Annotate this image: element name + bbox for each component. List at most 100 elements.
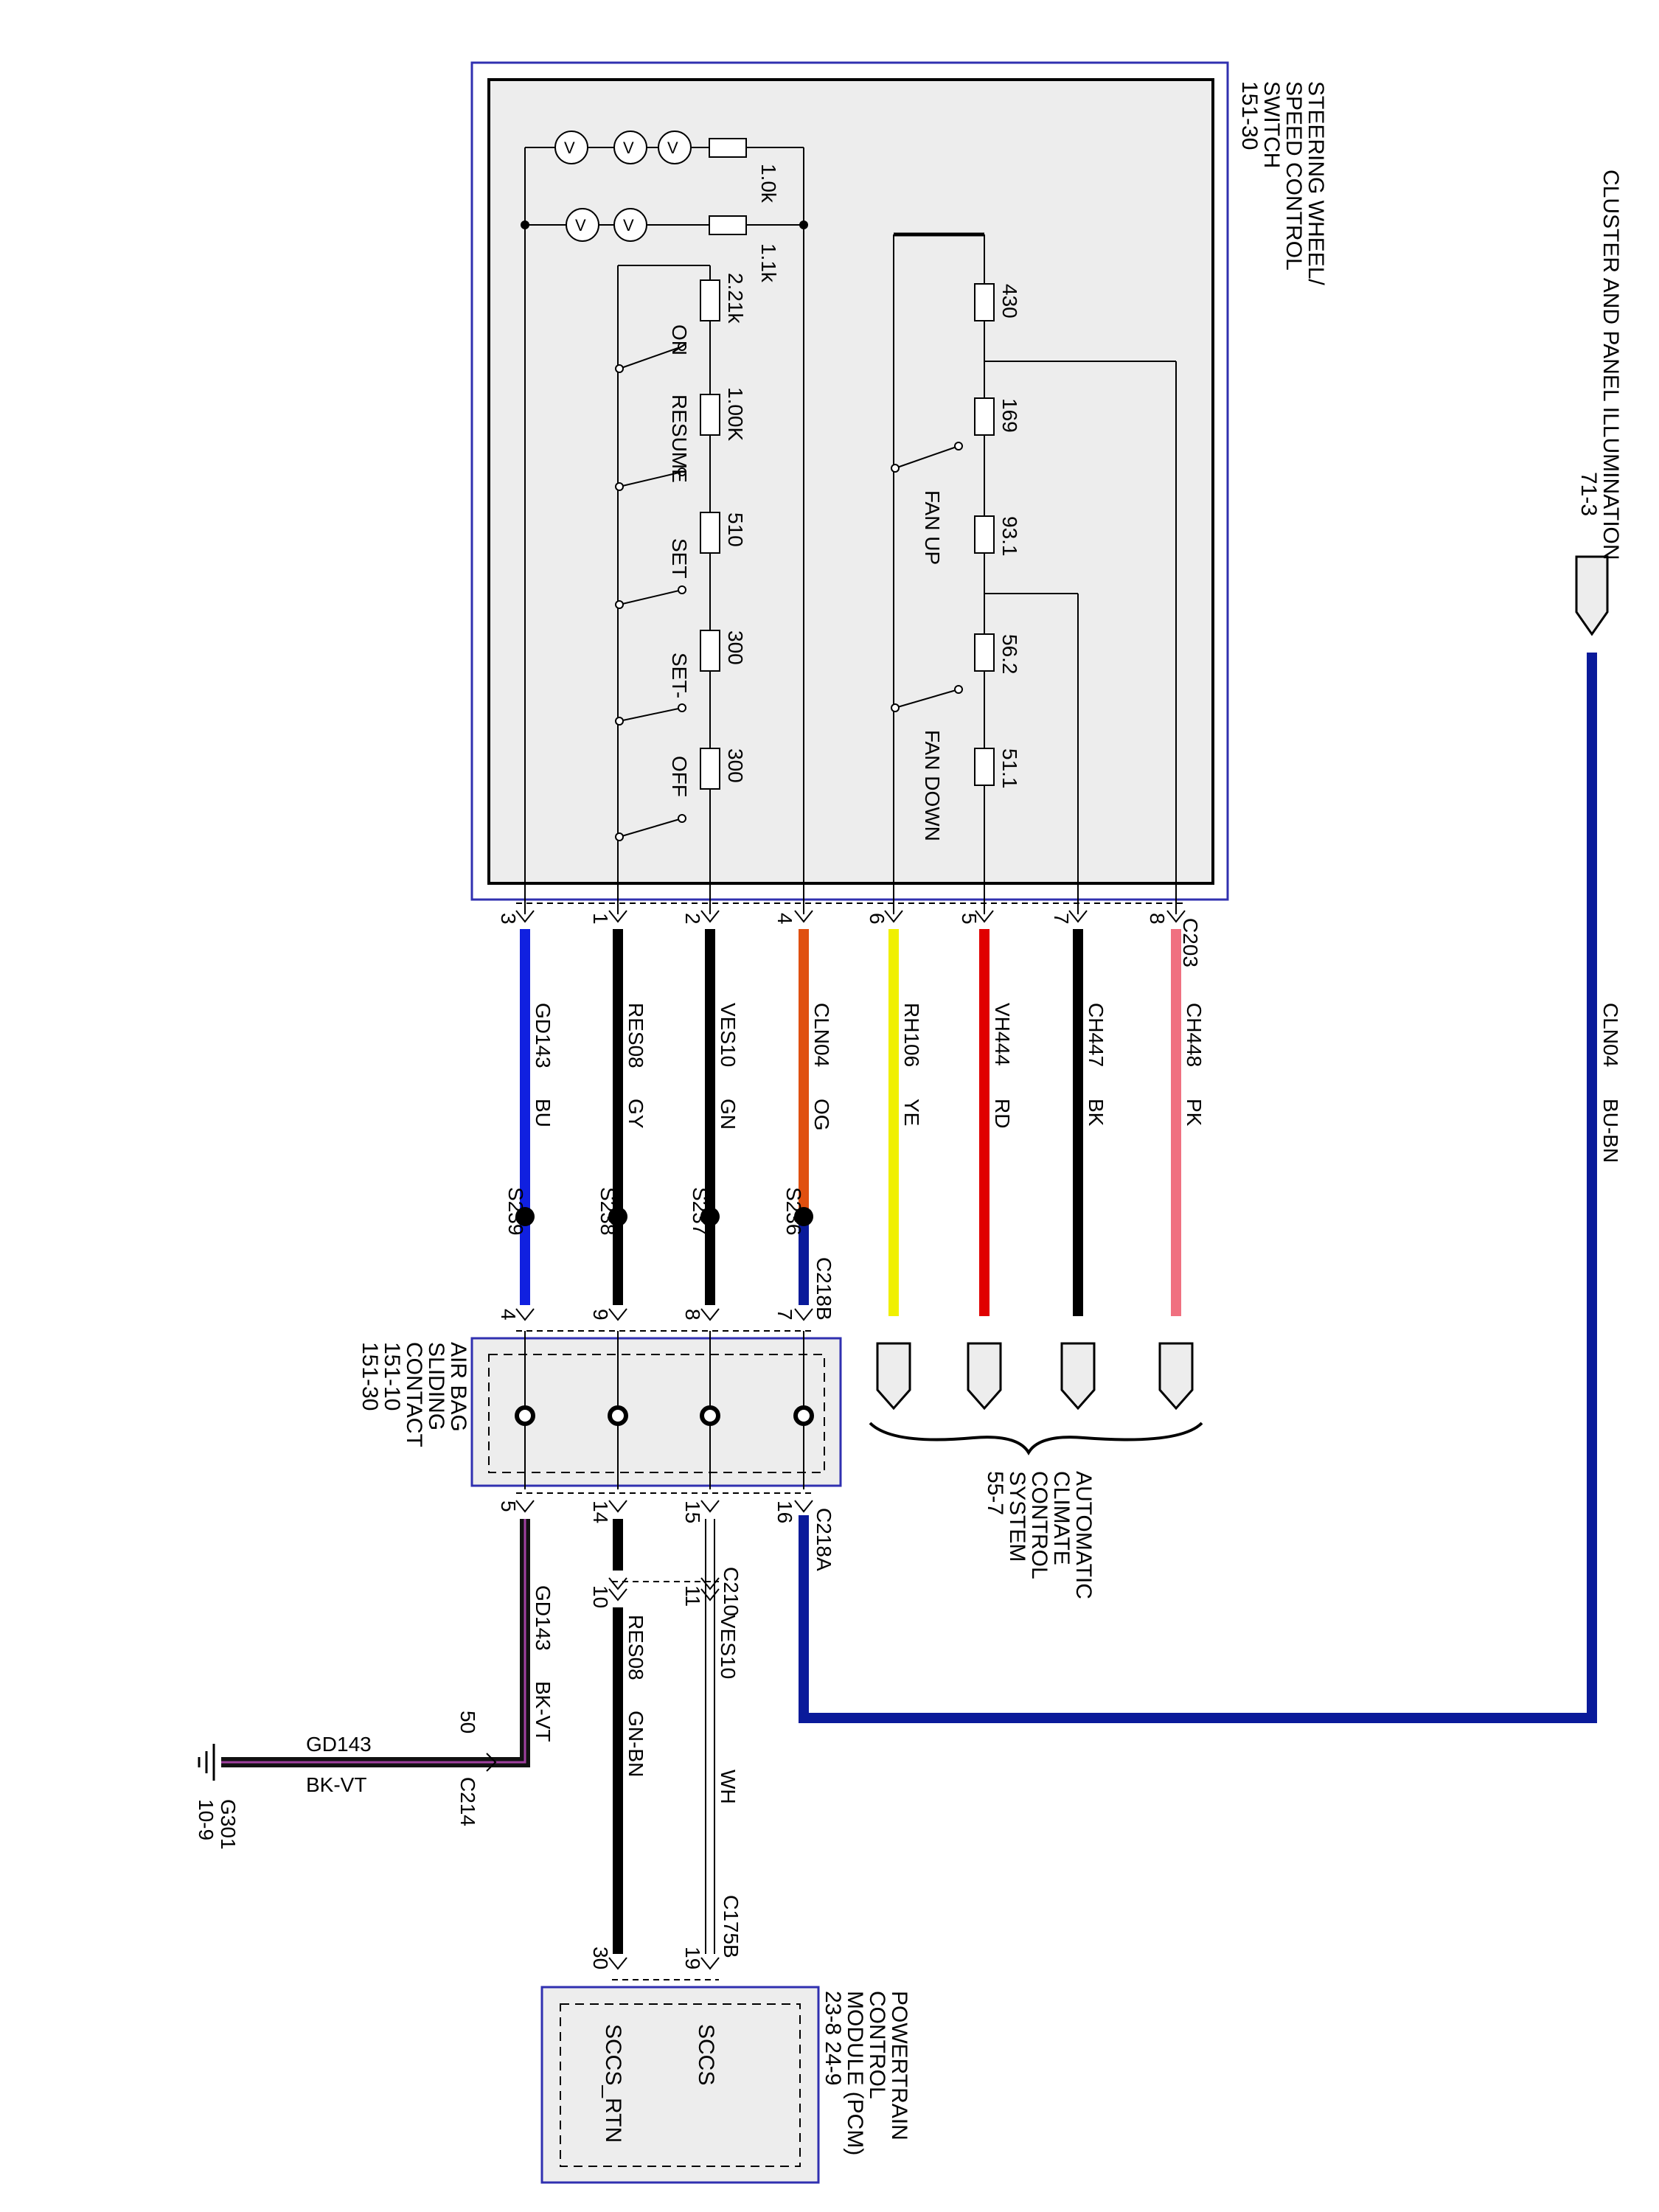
wire-labels: GD143 BU RES08 GY VES10 GN CLN04 OG RH10… bbox=[532, 1003, 1206, 1131]
climate-title-5: 55-7 bbox=[983, 1471, 1007, 1515]
res-1-1k: 1.1k bbox=[757, 243, 780, 283]
lower-wires: GD143 BK-VT RES08 GN-BN VES10 WH bbox=[501, 1519, 740, 1954]
pcm-title-1: POWERTRAIN bbox=[887, 1991, 911, 2140]
wire-2-circuit: VES10 bbox=[717, 1003, 740, 1067]
svg-text:V: V bbox=[623, 216, 634, 234]
wire-2-color: GN bbox=[717, 1099, 740, 1130]
connector-c175b: C175B 30 19 bbox=[589, 1895, 742, 1980]
c203-pin-6: 6 bbox=[866, 913, 888, 925]
airbag-sliding-contact: AIR BAG SLIDING CONTACT 151-10 151-30 bbox=[358, 1331, 842, 1489]
svg-text:V: V bbox=[667, 139, 678, 157]
c203-pin-7: 7 bbox=[1050, 913, 1073, 925]
pcm-title-4: 23-8 24-9 bbox=[821, 1991, 845, 2085]
splice-s239 bbox=[515, 1207, 535, 1226]
c218a-pin-15: 15 bbox=[681, 1500, 704, 1523]
c203-pin-8: 8 bbox=[1146, 913, 1169, 925]
connector-c218b: C218B 4 9 8 7 bbox=[497, 1257, 835, 1332]
switch-title-3: SWITCH bbox=[1259, 81, 1284, 168]
pcm-title-3: MODULE (PCM) bbox=[843, 1991, 867, 2155]
connector-c218a: C218A 5 14 15 16 bbox=[497, 1492, 835, 1571]
lower-ves10-color: WH bbox=[717, 1770, 740, 1804]
wire-0-color: BU bbox=[532, 1099, 554, 1127]
res-169: 169 bbox=[998, 398, 1021, 433]
c218a-label: C218A bbox=[813, 1508, 835, 1571]
climate-connectors: AUTOMATIC CLIMATE CONTROL SYSTEM 55-7 bbox=[869, 1342, 1203, 1599]
c218b-pin-4: 4 bbox=[497, 1309, 520, 1321]
lamp-icons bbox=[554, 131, 692, 242]
pcm-module: SCCS SCCS_RTN POWERTRAIN CONTROL MODULE … bbox=[540, 1986, 911, 2184]
svg-text:V: V bbox=[623, 139, 634, 157]
c218a-pin-5: 5 bbox=[497, 1500, 520, 1512]
switch-set: SET bbox=[668, 538, 691, 578]
res-51-1: 51.1 bbox=[998, 748, 1021, 789]
c203-pin-3: 3 bbox=[497, 913, 520, 925]
svg-text:V: V bbox=[564, 139, 575, 157]
wire-5-color: RD bbox=[991, 1099, 1014, 1128]
switch-title-4: 151-30 bbox=[1237, 81, 1262, 150]
airbag-title-1: AIR BAG bbox=[446, 1342, 470, 1432]
switch-fan-down: FAN DOWN bbox=[921, 730, 944, 841]
c218a-pin-16: 16 bbox=[773, 1500, 796, 1523]
airbag-title-3: CONTACT bbox=[402, 1342, 426, 1447]
c203-pin-2: 2 bbox=[681, 913, 704, 925]
c203-pin-5: 5 bbox=[958, 913, 981, 925]
climate-title-2: CLIMATE bbox=[1049, 1471, 1074, 1565]
wire-7-color: PK bbox=[1183, 1099, 1206, 1127]
pcm-title-2: CONTROL bbox=[865, 1991, 889, 2099]
upper-wires bbox=[520, 929, 1181, 1316]
res-56-2: 56.2 bbox=[998, 634, 1021, 675]
splice-s239-label: S239 bbox=[504, 1187, 527, 1235]
pcm-pin-sccs: SCCS bbox=[694, 2024, 718, 2085]
wire-6-circuit: CH447 bbox=[1085, 1003, 1107, 1067]
cln04-bu-bn-wire: CLN04 BU-BN CLUSTER AND PANEL ILLUMINATI… bbox=[799, 170, 1623, 1723]
svg-text:V: V bbox=[575, 216, 586, 234]
switch-set-minus: SET- bbox=[668, 653, 691, 698]
switch-title-2: SPEED CONTROL bbox=[1281, 81, 1306, 271]
lower-res08-color: GN-BN bbox=[625, 1711, 647, 1777]
airbag-title-4: 151-10 bbox=[380, 1342, 404, 1411]
c175b-pin-19: 19 bbox=[681, 1947, 704, 1969]
res-1-0k: 1.0k bbox=[757, 164, 780, 204]
cln04-circuit: CLN04 bbox=[1599, 1003, 1622, 1067]
c218b-pin-8: 8 bbox=[681, 1309, 704, 1321]
wire-5-circuit: VH444 bbox=[991, 1003, 1014, 1066]
c214-label: C214 bbox=[456, 1777, 479, 1826]
ground-wire: C214 50 GD143 BK-VT G301 10-9 bbox=[195, 1711, 501, 1850]
connector-c203: C203 3 1 2 4 6 5 7 8 bbox=[497, 902, 1202, 967]
cln04-color: BU-BN bbox=[1599, 1099, 1622, 1163]
cluster-title-2: 71-3 bbox=[1576, 472, 1601, 516]
res-510: 510 bbox=[724, 512, 747, 547]
c175b-label: C175B bbox=[720, 1895, 742, 1958]
wire-1-color: GY bbox=[625, 1099, 647, 1129]
connector-c210: C210 10 11 bbox=[589, 1567, 742, 1616]
c214-pin: 50 bbox=[456, 1711, 479, 1733]
wire-1-circuit: RES08 bbox=[625, 1003, 647, 1068]
splice-s238-label: S238 bbox=[597, 1187, 619, 1235]
splice-s237-label: S237 bbox=[689, 1187, 712, 1235]
ground-icon bbox=[198, 1744, 215, 1781]
ground-color: BK-VT bbox=[306, 1773, 366, 1796]
climate-title-4: SYSTEM bbox=[1005, 1471, 1029, 1562]
lower-res08-circuit: RES08 bbox=[625, 1615, 647, 1680]
splice-s238 bbox=[608, 1207, 627, 1226]
c218a-pin-14: 14 bbox=[589, 1500, 612, 1523]
lower-ves10-circuit: VES10 bbox=[717, 1615, 740, 1679]
airbag-title-5: 151-30 bbox=[358, 1342, 382, 1411]
wire-4-circuit: RH106 bbox=[900, 1003, 923, 1067]
res-300-a: 300 bbox=[724, 630, 747, 665]
switch-on: ON bbox=[668, 324, 691, 355]
switch-resume: RESUME bbox=[668, 394, 691, 483]
c210-label: C210 bbox=[720, 1567, 742, 1616]
splice-s237 bbox=[700, 1207, 720, 1226]
wire-3-color: OG bbox=[810, 1099, 833, 1131]
c210-pin-10: 10 bbox=[589, 1585, 612, 1608]
c218b-pin-9: 9 bbox=[589, 1309, 612, 1321]
res-1-00k: 1.00K bbox=[724, 387, 747, 441]
ground-ref: 10-9 bbox=[195, 1799, 218, 1840]
wire-6-color: BK bbox=[1085, 1099, 1107, 1127]
c203-label: C203 bbox=[1179, 918, 1202, 967]
wire-4-color: YE bbox=[900, 1099, 923, 1126]
c210-pin-11: 11 bbox=[681, 1585, 704, 1607]
switch-fan-up: FAN UP bbox=[921, 490, 944, 565]
lower-gd143-circuit: GD143 bbox=[532, 1585, 554, 1651]
